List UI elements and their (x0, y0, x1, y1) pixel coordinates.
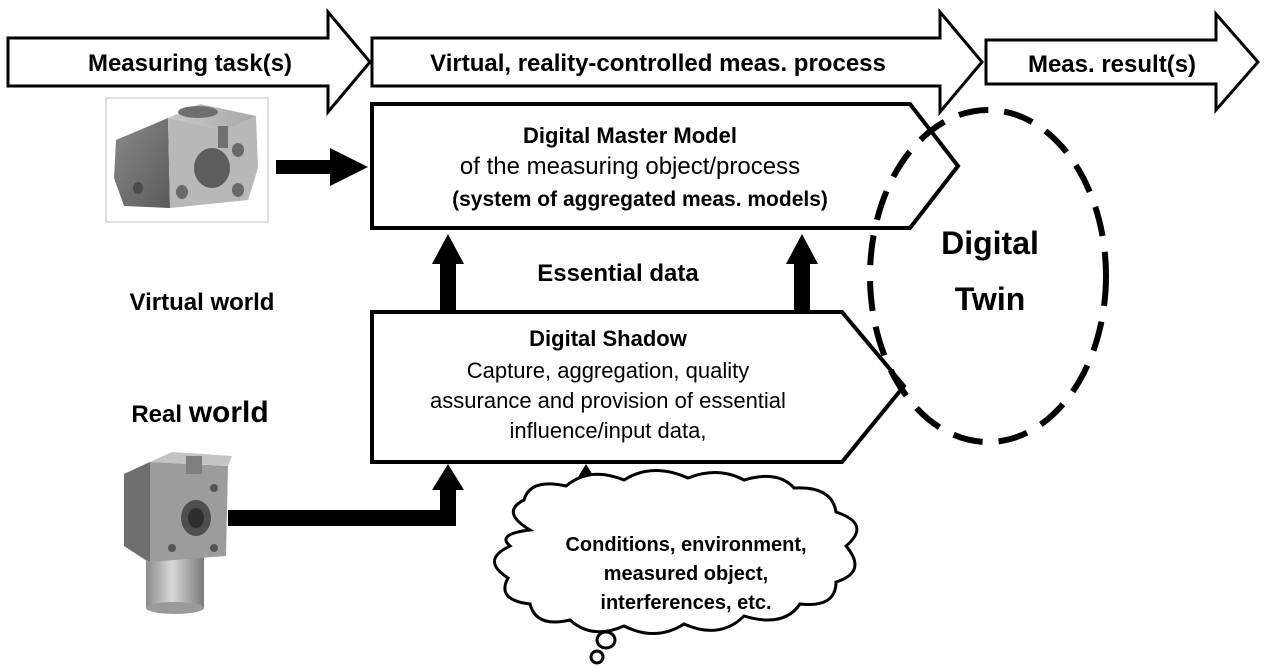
digital-shadow-box: Digital Shadow Capture, aggregation, qua… (370, 310, 907, 464)
essential-data-label: Essential data (537, 260, 699, 287)
cloud-line1: Conditions, environment, (565, 534, 806, 556)
master-model-line3: (system of aggregated meas. models) (452, 188, 828, 211)
meas-process-label: Virtual, reality-controlled meas. proces… (430, 50, 886, 77)
master-model-line2: of the measuring object/process (460, 153, 800, 180)
arrow-meas-result: Meas. result(s) (984, 10, 1260, 114)
real-world-part1: Real (131, 401, 188, 428)
master-model-title: Digital Master Model (523, 123, 737, 148)
cloud-line3: interferences, etc. (600, 592, 771, 614)
digital-master-model-box: Digital Master Model of the measuring ob… (370, 102, 961, 230)
arrow-essential-right (786, 234, 818, 314)
arrow-real-to-shadow (228, 464, 464, 526)
arrow-essential-left (432, 234, 464, 314)
digital-shadow-line2: Capture, aggregation, quality (467, 358, 750, 383)
digital-shadow-line4: influence/input data, (510, 418, 707, 443)
measuring-task-label: Measuring task(s) (88, 50, 292, 77)
digital-shadow-title: Digital Shadow (529, 326, 688, 351)
real-world-part2: world (188, 396, 269, 429)
thought-cloud-icon: Conditions, environment, measured object… (493, 468, 859, 665)
digital-twin-line1: Digital (941, 225, 1039, 261)
machined-part-icon (124, 452, 232, 614)
arrow-virtual-to-master (276, 148, 368, 186)
digital-shadow-line3: assurance and provision of essential (430, 388, 786, 413)
cloud-line2: measured object, (604, 563, 769, 585)
meas-result-label: Meas. result(s) (1028, 51, 1196, 78)
arrow-measuring-task: Measuring task(s) (6, 7, 372, 117)
arrow-meas-process: Virtual, reality-controlled meas. proces… (370, 7, 984, 117)
real-world-label: Real world (131, 396, 268, 429)
cad-part-render-icon (105, 97, 269, 223)
digital-twin-line2: Twin (955, 281, 1026, 317)
digital-twin-ellipse: Digital Twin (867, 107, 1109, 445)
virtual-world-label: Virtual world (130, 289, 275, 316)
